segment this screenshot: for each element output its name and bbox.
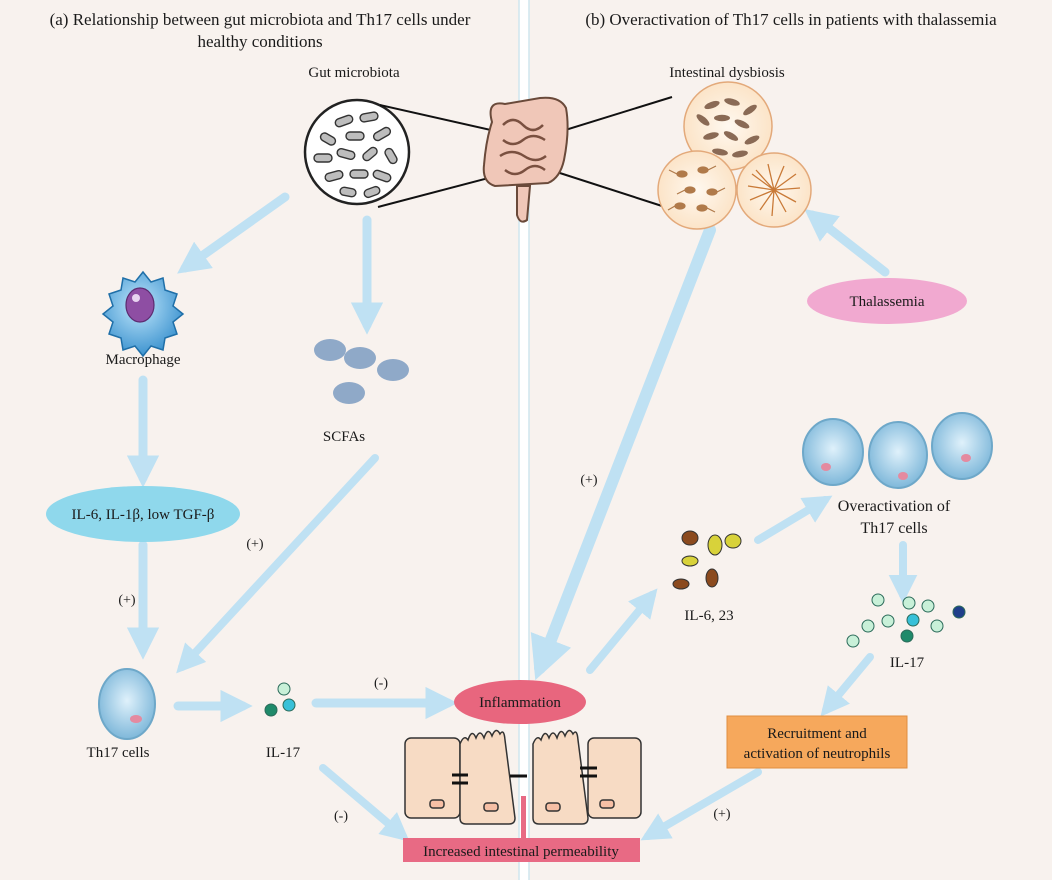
arrow-il6-23-to-th17: [754, 495, 833, 544]
arrow-scfas-to-th17: [176, 454, 379, 674]
thalassemia-label: Thalassemia: [850, 294, 925, 310]
arrow-neutrophils-to-permeability: [640, 768, 762, 841]
inflammation-ellipse: [454, 680, 586, 724]
arrows: [126, 192, 918, 842]
arrow-microbiota-to-macrophage: [177, 192, 290, 274]
neutrophils-label-line1: Recruitment and: [767, 726, 867, 742]
panel-a-title-line2: healthy conditions: [197, 32, 322, 51]
dysbiosis-circle-top: [683, 81, 773, 171]
overactivation-label-line1: Overactivation of: [838, 498, 951, 515]
panel-divider: [519, 0, 529, 880]
plus-label-a2: (+): [246, 537, 264, 552]
scfa-molecules: [314, 339, 409, 404]
th17-cells-b: [802, 412, 993, 489]
minus-label-a1: (-): [374, 676, 388, 691]
minus-label-a2: (-): [334, 809, 348, 824]
il6-23-label: IL-6, 23: [684, 608, 733, 624]
scfas-label: SCFAs: [323, 429, 365, 445]
panel-a-title-line1: (a) Relationship between gut microbiota …: [50, 10, 471, 29]
il17-label-a: IL-17: [266, 745, 301, 761]
th17-label-a: Th17 cells: [87, 745, 150, 761]
macrophage-label: Macrophage: [106, 352, 181, 368]
arrow-il17-to-permeability: [319, 764, 410, 842]
dysbiosis-label: Intestinal dysbiosis: [669, 65, 785, 81]
cytokines-label: IL-6, IL-1β, low TGF-β: [72, 507, 215, 523]
dysbiosis-circle-right: [736, 152, 812, 228]
il17-label-b: IL-17: [890, 655, 925, 671]
il6-23-molecules: [672, 530, 742, 590]
intestine-illustration: [482, 96, 569, 223]
panel-a-background: [0, 0, 519, 880]
th17-cell-a: [98, 668, 156, 740]
neutrophils-box: [726, 715, 908, 769]
gut-microbiota-circle: [303, 98, 411, 206]
plus-label-b2: (+): [713, 807, 731, 822]
tight-junctions: [452, 766, 597, 785]
permeability-connector: [521, 796, 526, 838]
arrow-thalassemia-to-dysbiosis: [804, 209, 890, 277]
permeability-box: [403, 838, 640, 862]
dysbiosis-circle-left: [657, 150, 737, 230]
macrophage-cell: [101, 270, 185, 358]
arrow-inflammation-to-il6-23: [586, 588, 658, 674]
overactivation-label-line2: Th17 cells: [860, 520, 927, 537]
panel-b-title: (b) Overactivation of Th17 cells in pati…: [585, 10, 997, 29]
il17-molecules-b: [846, 593, 966, 648]
inflammation-label: Inflammation: [479, 695, 561, 711]
permeability-label: Increased intestinal permeability: [423, 844, 619, 860]
gut-microbiota-label: Gut microbiota: [308, 65, 400, 81]
arrow-dysbiosis-to-inflammation: [530, 224, 716, 681]
thalassemia-ellipse: [807, 278, 967, 324]
neutrophils-label-line2: activation of neutrophils: [744, 746, 891, 762]
il17-molecules-a: [264, 682, 296, 717]
plus-label-a1: (+): [118, 593, 136, 608]
epithelial-cells: [404, 729, 642, 825]
arrow-il17-to-neutrophils: [820, 653, 874, 717]
plus-label-b1: (+): [580, 473, 598, 488]
cytokines-ellipse: [46, 486, 240, 542]
